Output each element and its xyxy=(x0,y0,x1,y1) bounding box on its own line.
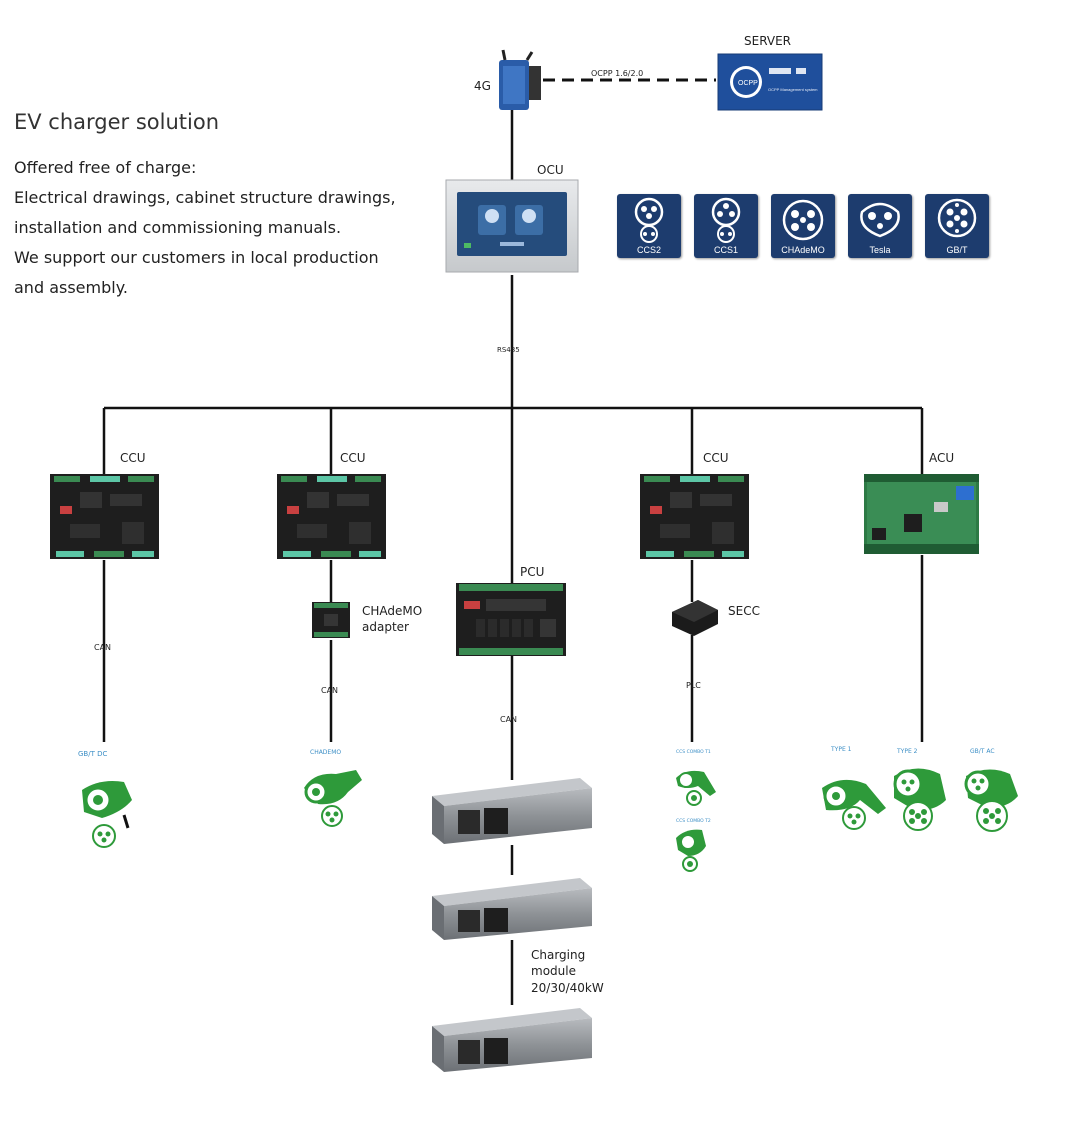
server-logo-text: OCPP xyxy=(738,80,758,87)
connector-tile-ccs1: CCS1 xyxy=(694,194,758,258)
chademo-connector-icon xyxy=(782,199,824,241)
ccu2-label: CCU xyxy=(340,451,366,465)
intro-line-4: We support our customers in local produc… xyxy=(14,248,379,267)
can-label-2: CAN xyxy=(321,686,338,695)
ccs1-connector-icon xyxy=(711,197,741,243)
chademo-plug-icon xyxy=(304,770,362,827)
ccs-combo2-plug-icon xyxy=(676,829,706,872)
ccu3-board-icon xyxy=(640,474,749,559)
secc-label: SECC xyxy=(728,604,760,618)
plug-label-ccs-combo2: CCS COMBO T2 xyxy=(676,818,711,824)
wiring xyxy=(102,110,924,1005)
charging-module-3-icon xyxy=(432,1008,592,1072)
plug-label-chademo: CHADEMO xyxy=(310,749,341,756)
ccs2-connector-icon xyxy=(634,197,664,243)
intro-line-2: Electrical drawings, cabinet structure d… xyxy=(14,188,396,207)
ccs-combo1-plug-icon xyxy=(676,770,716,806)
intro-line-5: and assembly. xyxy=(14,278,128,297)
ccu1-label: CCU xyxy=(120,451,146,465)
ccu1-board-icon xyxy=(50,474,159,559)
acu-label: ACU xyxy=(929,451,954,465)
connector-label-ccs1: CCS1 xyxy=(713,245,738,255)
acu-board-icon xyxy=(864,474,979,554)
connector-label-gbt: GB/T xyxy=(946,245,968,255)
pcu-label: PCU xyxy=(520,565,544,579)
ccu3-label: CCU xyxy=(703,451,729,465)
server-label: SERVER xyxy=(744,34,791,48)
server-icon: OCPP OCPP Management system xyxy=(717,53,823,111)
gbt-ac-plug-icon xyxy=(964,769,1018,832)
server-screen-text: OCPP Management system xyxy=(768,87,818,92)
modem-label: 4G xyxy=(474,79,491,93)
connector-tile-ccs2: CCS2 xyxy=(617,194,681,258)
ocu-label: OCU xyxy=(537,163,564,177)
plug-label-type2: TYPE 2 xyxy=(896,748,918,755)
chademo-adapter-icon xyxy=(312,602,350,638)
charging-module-2-icon xyxy=(432,878,592,940)
connector-tile-gbt: GB/T xyxy=(925,194,989,258)
chademo-adapter-label-2: adapter xyxy=(362,620,409,634)
secc-box-icon xyxy=(672,600,718,636)
solution-title: EV charger solution xyxy=(14,110,220,134)
pcu-board-icon xyxy=(456,583,566,656)
modem-4g-icon xyxy=(499,49,541,110)
intro-line-1: Offered free of charge: xyxy=(14,158,197,177)
connector-label-chademo: CHAdeMO xyxy=(781,245,825,255)
rs485-label: RS485 xyxy=(497,346,520,354)
ccu2-board-icon xyxy=(277,474,386,559)
plug-label-type1: TYPE 1 xyxy=(830,746,852,753)
plug-label-gbt-ac: GB/T AC xyxy=(970,748,995,755)
connector-tile-chademo: CHAdeMO xyxy=(771,194,835,258)
plug-label-gbt-dc: GB/T DC xyxy=(78,750,107,758)
module-label-2: module xyxy=(531,964,576,978)
tesla-connector-icon xyxy=(860,202,900,238)
intro-line-3: installation and commissioning manuals. xyxy=(14,218,342,237)
charging-module-1-icon xyxy=(432,778,592,844)
ocpp-version-label: OCPP 1.6/2.0 xyxy=(591,69,643,78)
chademo-adapter-label-1: CHAdeMO xyxy=(362,604,422,618)
type1-plug-icon xyxy=(822,779,886,830)
connector-tile-tesla: Tesla xyxy=(848,194,912,258)
ocu-panel xyxy=(445,179,579,273)
plc-label: PLC xyxy=(686,681,701,690)
gbt-connector-icon xyxy=(937,198,977,238)
module-label-3: 20/30/40kW xyxy=(531,981,604,995)
module-label-1: Charging xyxy=(531,948,585,962)
connector-label-ccs2: CCS2 xyxy=(636,245,661,255)
plug-label-ccs-combo1: CCS COMBO T1 xyxy=(676,749,711,755)
connector-label-tesla: Tesla xyxy=(869,245,891,255)
can-label-3: CAN xyxy=(500,715,517,724)
can-label-1: CAN xyxy=(94,643,111,652)
gbt-dc-plug-icon xyxy=(82,781,132,848)
type2-plug-icon xyxy=(893,768,946,831)
